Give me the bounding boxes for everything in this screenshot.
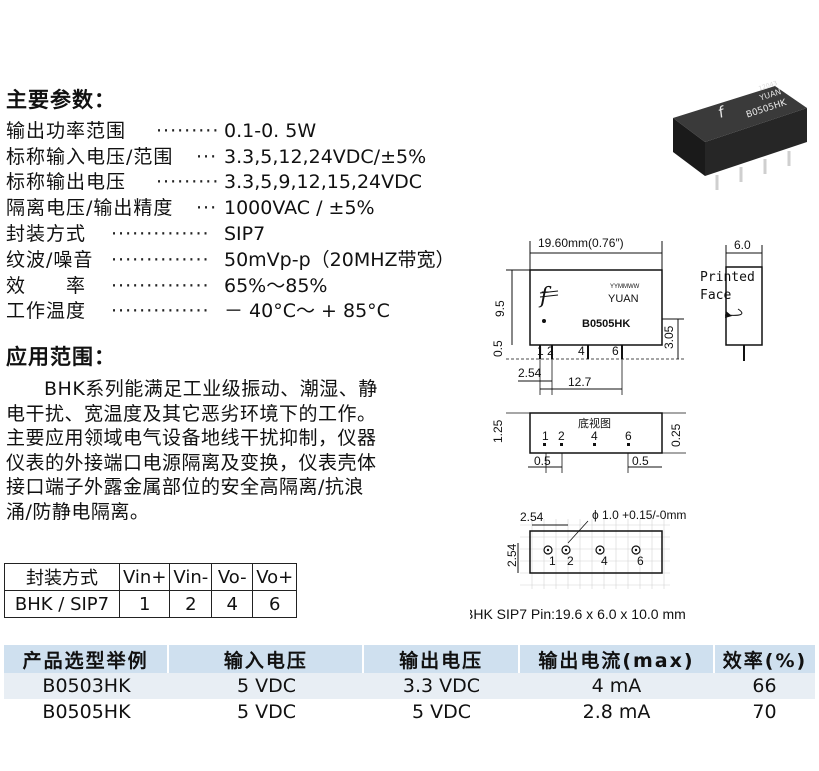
product-table: 产品选型举例 输入电压 输出电压 输出电流(max) 效率(%) B0503HK…: [4, 645, 815, 725]
svg-text:2.54: 2.54: [518, 366, 542, 380]
svg-text:4: 4: [601, 554, 608, 568]
svg-text:6.0: 6.0: [734, 238, 751, 252]
svg-text:4: 4: [578, 344, 585, 358]
table-row: B0505HK 5 VDC 5 VDC 2.8 mA 70: [42, 701, 777, 723]
svg-text:2: 2: [567, 554, 574, 568]
svg-text:B0505HK: B0505HK: [582, 318, 630, 330]
mechanical-drawing: 19.60mm(0.76″) f YYMMWW YUAN B0505HK 9.5…: [470, 236, 763, 622]
pin-table: 封装方式 Vin+ Vin- Vo- Vo+ BHK / SIP7 1 2 4 …: [4, 563, 298, 618]
table-row: B0503HK 5 VDC 3.3 VDC 4 mA 66: [4, 673, 815, 699]
svg-text:2.54: 2.54: [520, 510, 544, 524]
svg-text:ϕ 1.0 +0.15/-0mm: ϕ 1.0 +0.15/-0mm: [592, 508, 686, 522]
svg-text:1: 1: [549, 554, 556, 568]
application-heading: 应用范围：: [6, 345, 116, 369]
svg-text:9.5: 9.5: [493, 300, 507, 317]
svg-text:2: 2: [547, 344, 554, 358]
svg-text:3.05: 3.05: [662, 325, 676, 349]
svg-text:4: 4: [591, 429, 598, 443]
table-row: 封装方式 Vin+ Vin- Vo- Vo+: [4, 563, 298, 591]
application-description: BHK系列能满足工业级振动、潮湿、静 电干扰、宽温度及其它恶劣环境下的工作。 主…: [6, 378, 378, 523]
svg-text:0.5: 0.5: [491, 340, 505, 357]
spec-row: 标称输出电压·········3.3,5,9,12,15,24VDC: [6, 171, 423, 193]
svg-text:6: 6: [612, 344, 619, 358]
table-header: 产品选型举例 输入电压 输出电压 输出电流(max) 效率(%): [4, 645, 815, 673]
svg-text:6: 6: [637, 554, 644, 568]
svg-text:1: 1: [537, 344, 544, 358]
table-row: BHK / SIP7 1 2 4 6: [4, 590, 298, 618]
svg-text:底视图: 底视图: [578, 416, 611, 430]
pcb-grid: [520, 519, 670, 589]
svg-text:0.5: 0.5: [534, 454, 551, 468]
module-front: [529, 269, 663, 346]
svg-text:6: 6: [625, 429, 632, 443]
main-params-heading: 主要参数：: [6, 88, 116, 112]
pcb-outline: [529, 530, 663, 574]
svg-text:2.54: 2.54: [505, 543, 519, 567]
svg-text:0.5: 0.5: [632, 454, 649, 468]
spec-row: 封装方式··············SIP7: [6, 223, 266, 245]
drawing-caption: BHK SIP7 Pin:19.6 x 6.0 x 10.0 mm: [470, 606, 686, 622]
product-photo: f 12043 YUAN B0505HK: [673, 80, 807, 190]
spec-row: 隔离电压/输出精度···1000VAC / ±5%: [6, 197, 375, 219]
spec-row: 输出功率范围·········0.1-0. 5W: [6, 120, 317, 142]
module-bottom: [529, 412, 663, 454]
spec-row: 标称输入电压/范围···3.3,5,12,24VDC/±5%: [6, 146, 427, 168]
svg-text:12.7: 12.7: [568, 375, 592, 389]
svg-text:1: 1: [542, 429, 549, 443]
svg-text:2: 2: [558, 429, 565, 443]
spec-row: 工作温度··············－ 40°C～ + 85°C: [6, 300, 390, 322]
width-dimension: 19.60mm(0.76″): [538, 236, 624, 250]
svg-text:YUAN: YUAN: [608, 293, 639, 305]
svg-text:0.25: 0.25: [669, 423, 683, 447]
svg-text:Printed: Printed: [700, 270, 755, 285]
spec-row: 效 率··············65%～85%: [6, 275, 328, 297]
module-side: [725, 266, 763, 346]
svg-text:YYMMWW: YYMMWW: [610, 284, 640, 290]
svg-text:1.25: 1.25: [491, 419, 505, 443]
svg-text:Face: Face: [700, 288, 731, 303]
spec-row: 纹波/噪音··············50mVp-p（20MHZ带宽）: [6, 249, 455, 271]
